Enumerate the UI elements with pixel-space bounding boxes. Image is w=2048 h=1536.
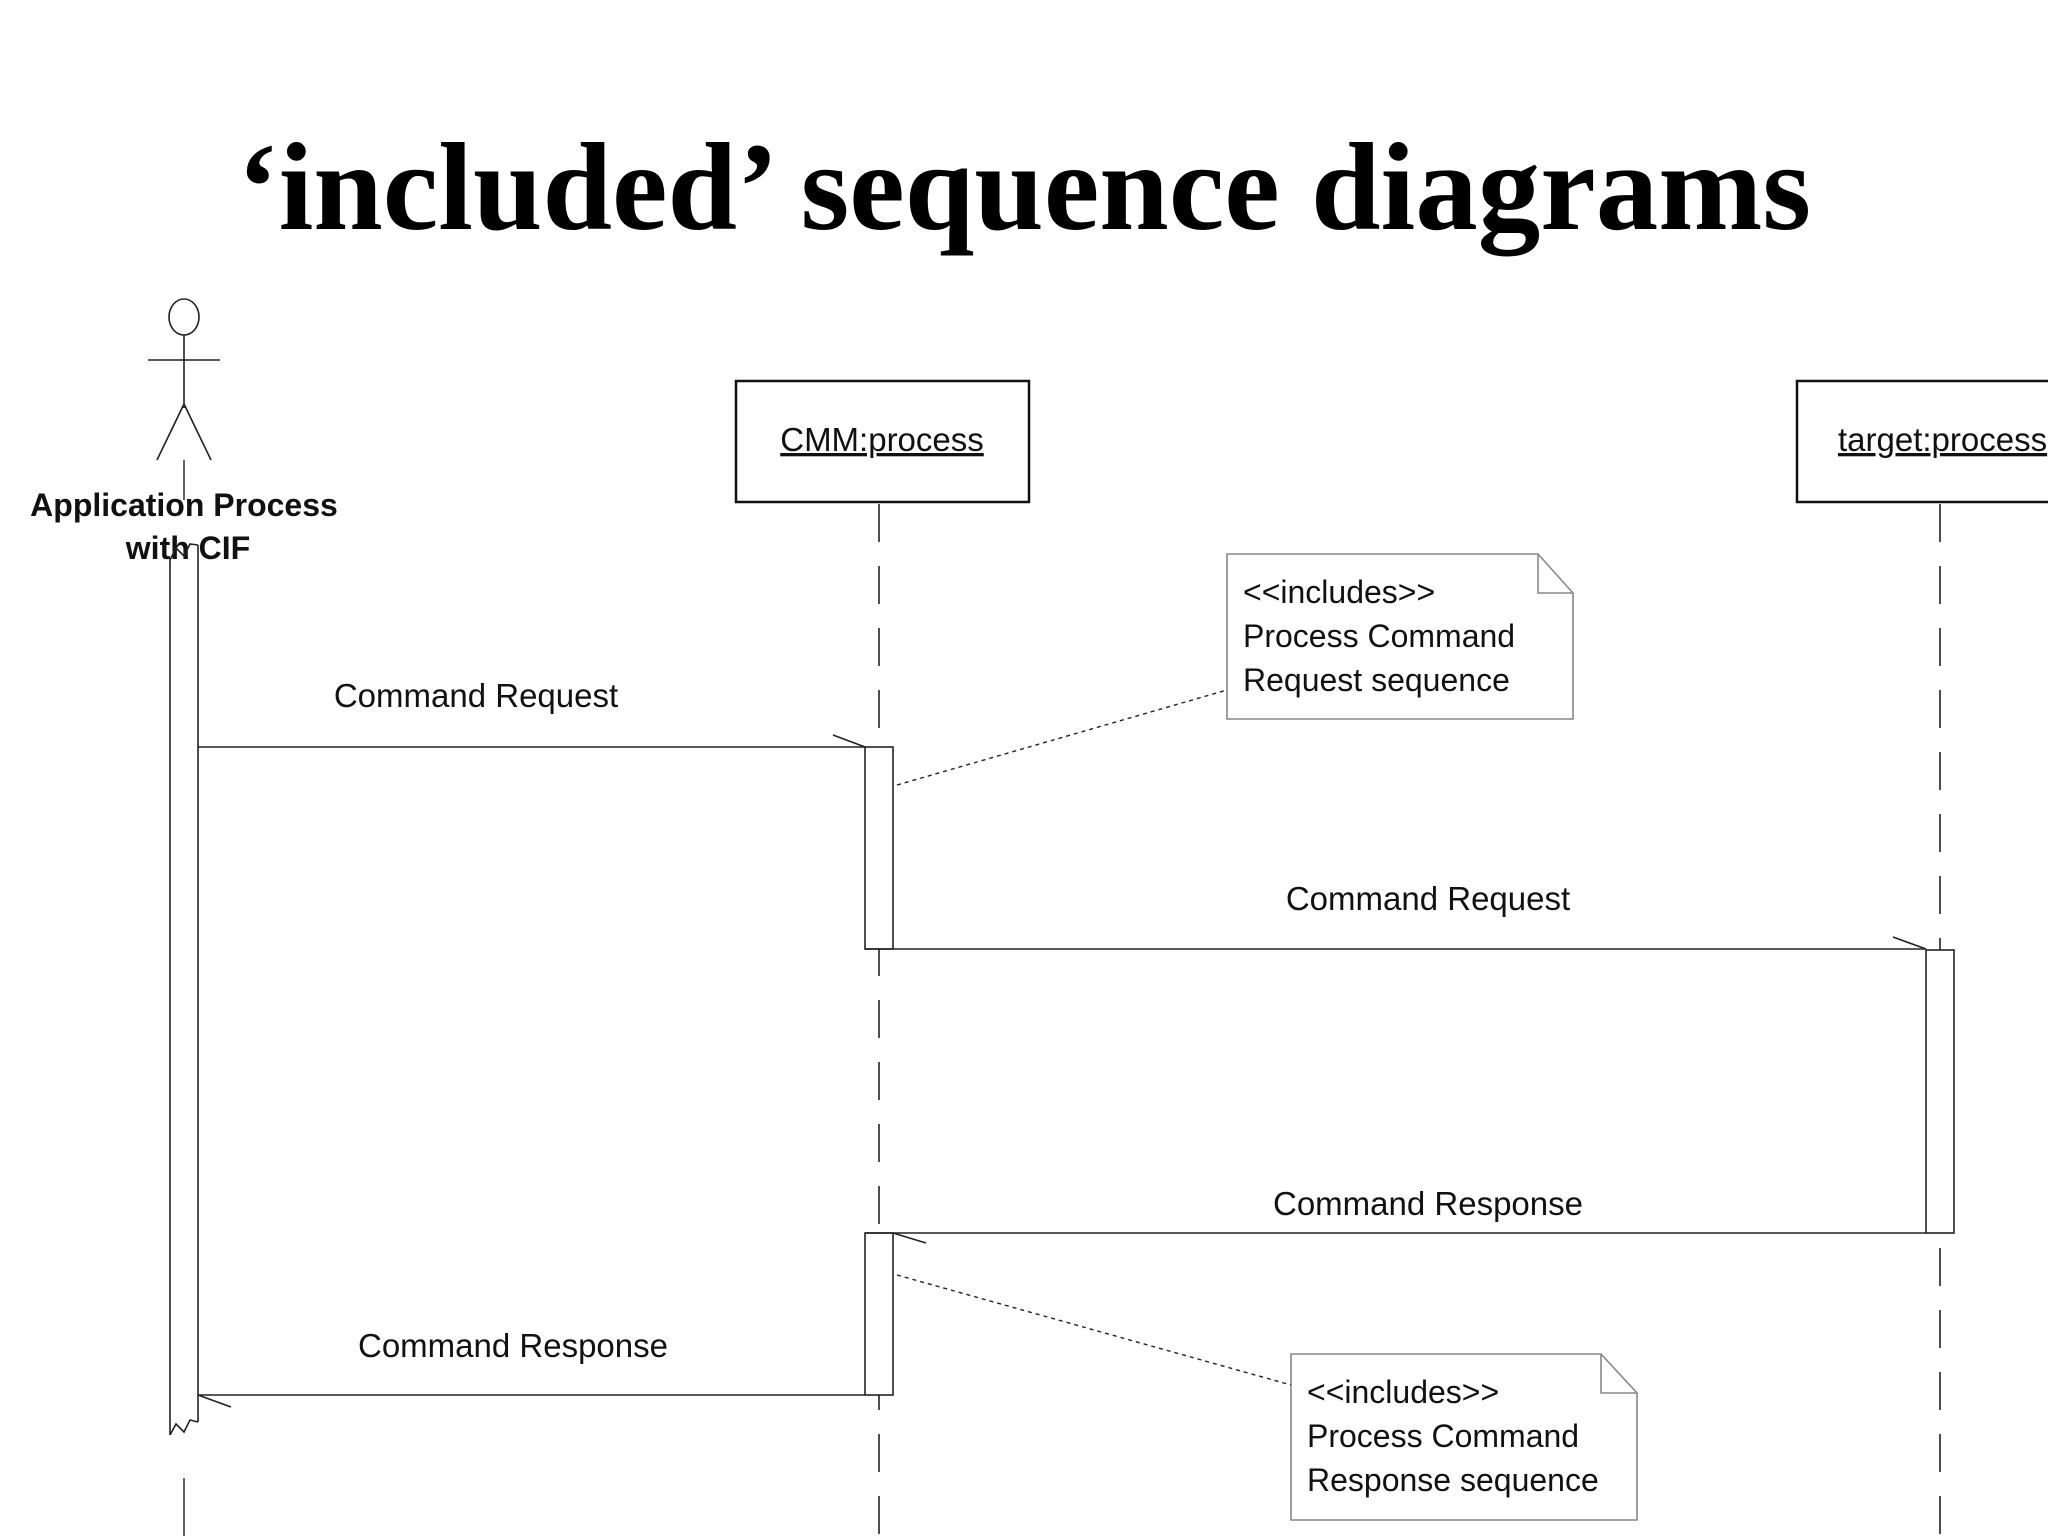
message-label-4: Command Response	[358, 1327, 668, 1364]
cmm-activation-1	[864, 746, 894, 950]
cmm-object: CMM:process	[734, 379, 1031, 504]
message-command-response-1: Command Response	[865, 1185, 1926, 1244]
actor-activation	[169, 543, 199, 1436]
note-response-connector	[896, 1274, 1292, 1386]
target-activation	[1925, 949, 1955, 1234]
cmm-activation-2	[864, 1232, 894, 1396]
note-request-line3: Request sequence	[1243, 662, 1510, 698]
slide-title: ‘included’ sequence diagrams	[236, 119, 1812, 257]
note-response: <<includes>> Process Command Response se…	[1290, 1353, 1638, 1521]
message-label-3: Command Response	[1273, 1185, 1583, 1222]
note-response-line3: Response sequence	[1307, 1462, 1599, 1498]
message-command-response-2: Command Response	[197, 1327, 865, 1408]
actor-icon	[148, 298, 220, 461]
cmm-object-label: CMM:process	[780, 421, 984, 458]
target-object: target:process	[1795, 379, 2048, 504]
target-object-label: target:process	[1838, 421, 2047, 458]
note-request-line2: Process Command	[1243, 618, 1515, 654]
note-request: <<includes>> Process Command Request seq…	[1226, 553, 1574, 720]
note-response-line2: Process Command	[1307, 1418, 1579, 1454]
message-command-request-1: Command Request	[198, 677, 866, 748]
message-label-2: Command Request	[1286, 880, 1570, 917]
actor-label-line1: Application Process	[30, 487, 338, 523]
note-request-connector	[896, 689, 1228, 786]
note-response-line1: <<includes>>	[1307, 1374, 1499, 1410]
message-label-1: Command Request	[334, 677, 618, 714]
message-command-request-2: Command Request	[865, 880, 1927, 950]
note-request-line1: <<includes>>	[1243, 574, 1435, 610]
